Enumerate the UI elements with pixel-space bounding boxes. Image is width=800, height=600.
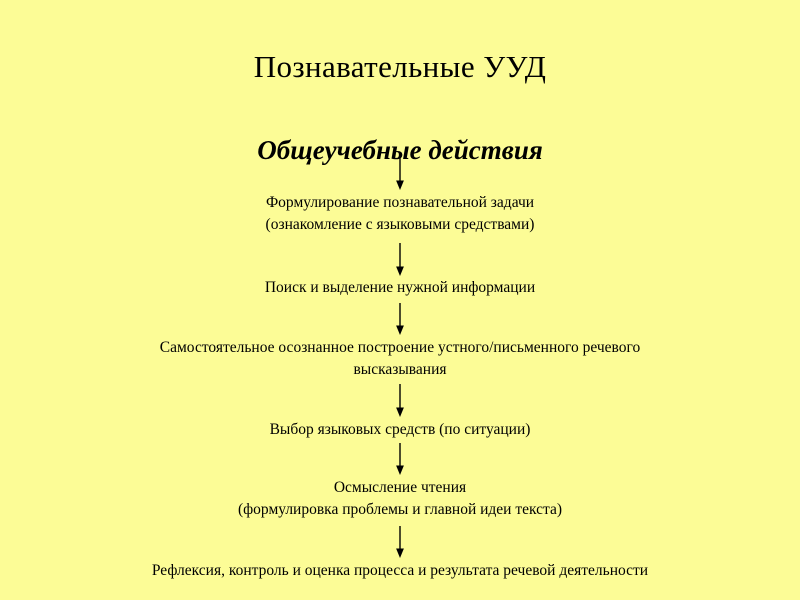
flow-step-2-line1: Поиск и выделение нужной информации [264,279,536,296]
flow-step-1: Формулирование познавательной задачи (оз… [0,192,800,236]
arrow-down-icon-3 [393,303,407,335]
arrow-down-icon-4 [393,384,407,417]
flow-step-4-line1: Выбор языковых средств (по ситуации) [269,421,531,438]
flow-step-2: Поиск и выделение нужной информации [0,277,800,299]
flow-step-3-line2: высказывания [353,361,447,378]
arrow-down-icon-1 [393,156,407,190]
flow-step-4: Выбор языковых средств (по ситуации) [0,419,800,441]
flow-step-6: Рефлексия, контроль и оценка процесса и … [0,560,800,582]
flow-step-5-line2: (формулировка проблемы и главной идеи те… [237,501,563,518]
arrow-down-icon-5 [393,443,407,475]
page-title: Познавательные УУД [253,48,547,84]
arrow-down-icon-2 [393,243,407,276]
flow-step-3: Самостоятельное осознанное построение ус… [0,337,800,381]
flow-step-1-line2: (ознакомление с языковыми средствами) [265,216,535,233]
flow-step-5: Осмысление чтения (формулировка проблемы… [0,477,800,521]
flow-step-6-line1: Рефлексия, контроль и оценка процесса и … [151,562,649,579]
flow-step-5-line1: Осмысление чтения [333,479,467,496]
flow-step-3-line1: Самостоятельное осознанное построение ус… [159,339,641,356]
arrow-down-icon-6 [393,526,407,558]
flow-step-1-line1: Формулирование познавательной задачи [265,194,535,211]
